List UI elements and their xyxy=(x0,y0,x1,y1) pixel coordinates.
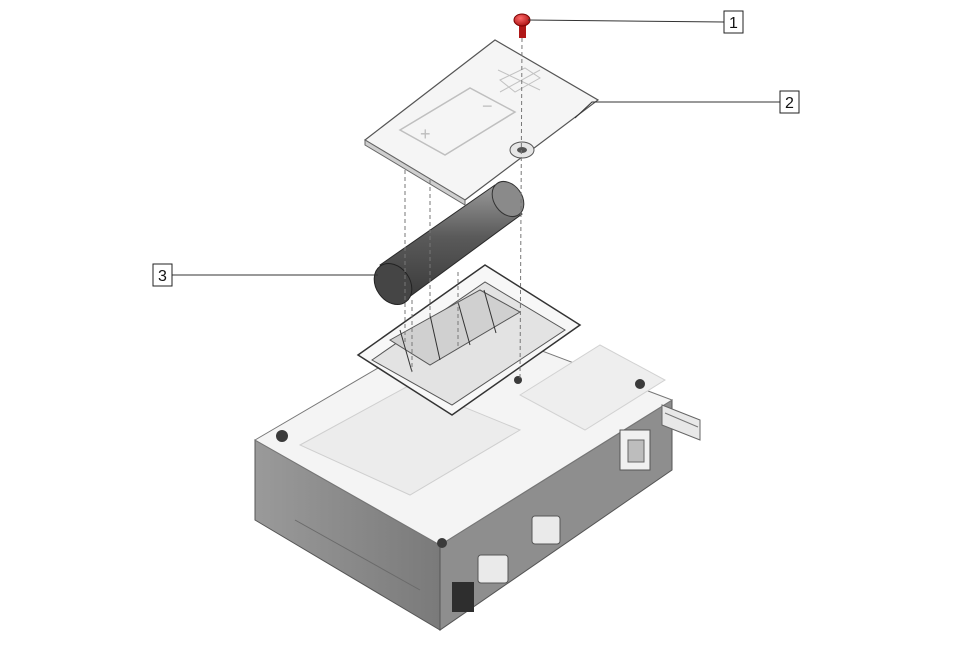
housing-hole-left xyxy=(276,430,288,442)
cover-plate-edge xyxy=(364,139,466,206)
cover-bin-cross-a xyxy=(497,69,541,91)
callouts: 1 2 3 xyxy=(152,10,800,287)
battery xyxy=(373,180,525,305)
callout-1: 1 xyxy=(723,10,744,34)
housing-hole-front xyxy=(437,538,447,548)
cover-screw-hole xyxy=(517,147,527,153)
battery-compartment xyxy=(356,264,582,416)
compartment-screw-hole xyxy=(514,376,522,384)
screw-shank xyxy=(519,22,526,38)
battery-cover: + − xyxy=(363,39,600,206)
front-groove xyxy=(294,519,421,591)
contact-fin-1 xyxy=(399,329,413,373)
callout-2: 2 xyxy=(779,90,800,114)
callout-3-label: 3 xyxy=(158,268,167,285)
callout-3: 3 xyxy=(152,263,173,287)
battery-end-cap xyxy=(373,263,413,305)
callout-1-label: 1 xyxy=(729,15,738,32)
front-connector-a xyxy=(477,554,509,584)
cover-bin-cross-b xyxy=(499,69,541,93)
contact-fin-2 xyxy=(429,314,441,361)
contact-fin-3 xyxy=(457,301,471,346)
leader-2 xyxy=(574,101,780,119)
leader-1 xyxy=(527,19,725,23)
side-pin-line xyxy=(664,412,699,428)
front-slot xyxy=(452,582,474,612)
cover-minus-sign: − xyxy=(482,96,493,116)
cover-plus-sign: + xyxy=(420,124,431,144)
battery-far-end xyxy=(491,180,525,218)
contact-fin-4 xyxy=(483,289,497,334)
housing-top-panel xyxy=(298,384,522,496)
front-connector-b xyxy=(531,515,561,545)
screw xyxy=(513,13,531,38)
side-pins xyxy=(661,404,701,441)
dash-screw-to-hole xyxy=(519,37,523,379)
cover-battery-symbol xyxy=(398,87,517,156)
side-port-inner xyxy=(627,439,645,463)
screw-head xyxy=(513,13,531,27)
housing-top-panel-right xyxy=(519,344,666,431)
assembly-lines xyxy=(404,37,523,379)
cover-bin-icon xyxy=(499,67,541,93)
cover-plate xyxy=(363,39,600,201)
housing-hole-right xyxy=(635,379,645,389)
callout-2-label: 2 xyxy=(785,95,794,112)
